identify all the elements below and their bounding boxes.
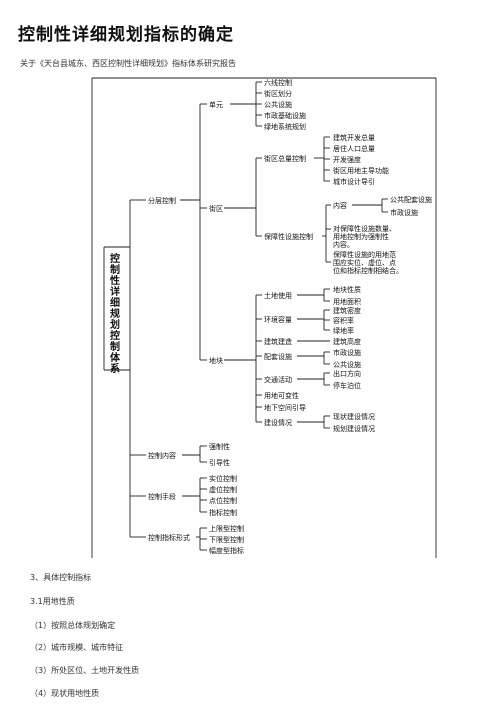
l4-label: 街区用地主导功能 — [333, 166, 389, 175]
root-char: 系 — [110, 362, 120, 375]
l3-label: 六线控制 — [264, 78, 292, 87]
l2-label: 街区 — [209, 204, 223, 213]
root-char: 控 — [110, 252, 120, 265]
list-item: （4）现状用地性质 — [30, 689, 100, 698]
l4-label: 市政设施 — [333, 348, 361, 357]
root-char: 规 — [110, 307, 120, 320]
l2-label: 地块 — [209, 356, 223, 365]
l2-label: 上限型控制 — [209, 524, 244, 533]
l4-label: 公共设施 — [333, 360, 361, 369]
l2-label: 实位控制 — [209, 474, 237, 483]
l4-label: 停车泊位 — [333, 381, 361, 390]
list-item: （2）城市规模、城市特征 — [30, 643, 124, 652]
l4-label: 现状建设情况 — [333, 412, 375, 421]
root-char: 制 — [110, 263, 120, 276]
l4-label: 绿地率 — [333, 326, 354, 335]
l1-label: 控制内容 — [148, 451, 176, 460]
l4-label: 城市设计导引 — [333, 177, 375, 186]
l3-label: 公共设施 — [264, 100, 292, 109]
l4-label: 围应实位、虚位、点 — [333, 258, 396, 267]
l4-label: 保障性设施的用地范 — [333, 250, 396, 259]
l2-label: 点位控制 — [209, 496, 237, 505]
l3-label: 保障性设施控制 — [264, 232, 313, 241]
l1-label: 分层控制 — [148, 196, 176, 205]
l1-label: 控制指标形式 — [148, 533, 190, 542]
root-char: 划 — [110, 318, 120, 331]
l3-label: 用地可变性 — [264, 391, 299, 400]
l2-label: 虚位控制 — [209, 485, 237, 494]
l4-label: 地块性质 — [333, 285, 361, 294]
l2-label: 引导性 — [209, 458, 230, 467]
l3-label: 土地使用 — [264, 291, 292, 300]
list-item: （1）按照总体规划确定 — [30, 621, 116, 630]
root-char: 细 — [110, 296, 120, 309]
l4-label: 对保障性设施数量、 — [333, 224, 396, 233]
l5-label: 公共配套设施 — [390, 195, 432, 204]
l2-label: 指标控制 — [209, 508, 237, 517]
l2-label: 单元 — [209, 100, 223, 109]
l4-label: 建筑开发总量 — [333, 133, 375, 142]
list-item: （3）所处区位、土地开发性质 — [30, 666, 140, 675]
l3-label: 配套设施 — [264, 352, 292, 361]
l3-label: 建设情况 — [264, 418, 292, 427]
l4-label: 出口方向 — [333, 369, 361, 378]
root-char: 体 — [110, 351, 121, 364]
l3-label: 建筑建造 — [264, 337, 292, 346]
l4-label: 建筑高度 — [333, 337, 361, 346]
root-char: 制 — [110, 340, 120, 353]
l5-label: 市政设施 — [390, 208, 418, 217]
root-char: 性 — [109, 274, 120, 287]
page-title: 控制性详细规划指标的确定 — [18, 25, 234, 45]
l2-label: 幅度型指标 — [209, 546, 244, 555]
l3-label: 地下空间引导 — [264, 403, 306, 412]
section-heading: 3、具体控制指标 — [30, 573, 92, 582]
l4-label: 居住人口总量 — [333, 144, 375, 153]
l4-label: 用地控制为强制性 — [333, 232, 389, 241]
l4-label: 规划建设情况 — [333, 424, 375, 433]
root-label: 控 制 性 详 细 规 划 控 制 体 系 — [109, 252, 121, 375]
page-subtitle: 关于《天台县城东、西区控制性详细规划》指标体系研究报告 — [20, 59, 236, 68]
l2-label: 强制性 — [209, 442, 230, 451]
l1-label: 控制手段 — [148, 492, 176, 501]
l4-label: 内容 — [333, 201, 347, 210]
control-system-tree: 控 制 性 详 细 规 划 控 制 体 系 分层控制 控制内容 控制手段 控制指… — [91, 77, 437, 558]
l3-label: 交通活动 — [264, 375, 292, 384]
root-char: 控 — [110, 329, 120, 342]
l4-label: 建筑密度 — [333, 306, 361, 315]
root-char: 详 — [110, 285, 120, 298]
l3-label: 街区总量控制 — [264, 154, 306, 163]
l4-label: 内容。 — [333, 240, 354, 249]
section-subheading: 3.1用地性质 — [30, 597, 75, 606]
l4-label: 开发强度 — [333, 155, 361, 164]
l3-label: 街区划分 — [264, 89, 292, 98]
l3-label: 市政基础设施 — [264, 111, 306, 120]
l4-label: 用地面积 — [333, 297, 361, 306]
l4-label: 位和指标控制相结合。 — [333, 266, 403, 275]
l2-label: 下限型控制 — [209, 535, 244, 544]
l4-label: 容积率 — [333, 316, 354, 325]
l3-label: 环境容量 — [264, 315, 292, 324]
l3-label: 绿地系统规划 — [264, 122, 306, 131]
